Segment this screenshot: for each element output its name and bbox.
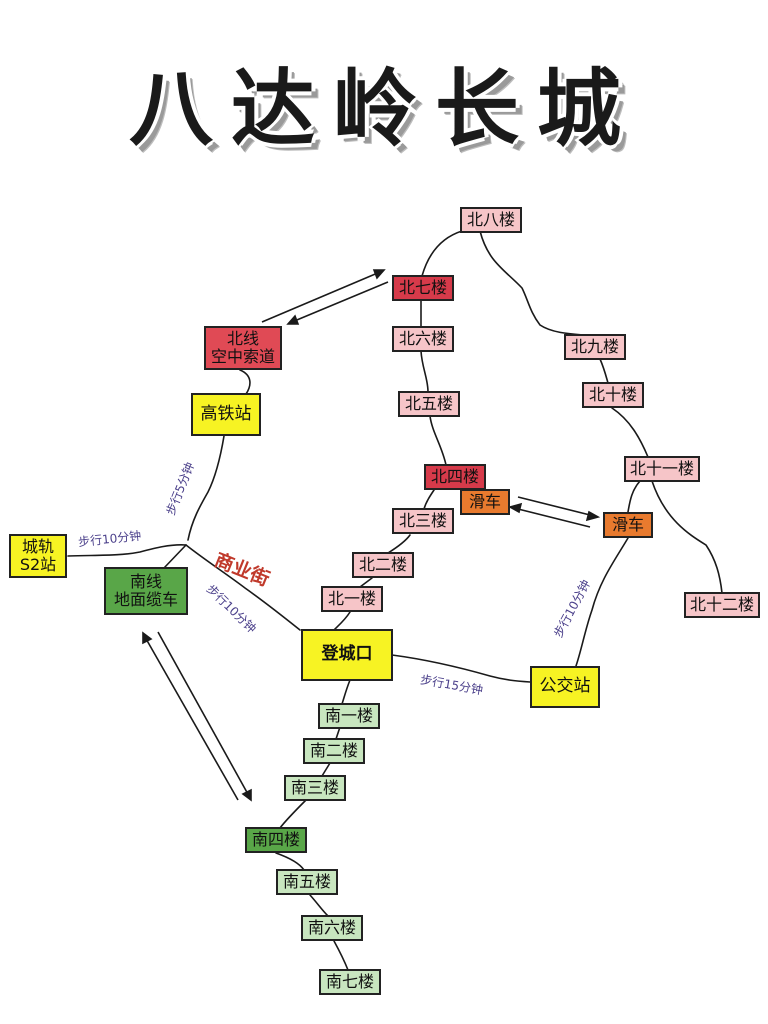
arrowhead-1 [372,269,386,280]
s2-station: 城轨 S2站 [9,534,67,578]
gaotie-label: 高铁站 [200,403,252,424]
arrow-slide-b [513,507,591,528]
path-bei9-bei10 [599,358,609,384]
tower-bei8: 北八楼 [460,207,522,233]
tower-bei3-label: 北三楼 [398,510,447,530]
tower-nan2: 南二楼 [303,738,365,764]
path-bei8-bei7 [421,230,463,277]
north-cableway-line2: 空中索道 [210,347,275,366]
tower-bei1-label: 北一楼 [327,588,376,608]
path-junction-deng [185,544,301,631]
path-nan1-nan2 [335,726,341,740]
path-bei3-bei2 [387,534,411,554]
path-bei11-bei12 [651,480,723,594]
s2-line1: 城轨 [21,536,54,556]
tower-nan2-label: 南二楼 [309,740,358,760]
tower-bei7: 北七楼 [392,275,454,301]
tower-bei9-label: 北九楼 [570,336,619,356]
arrow-southcable-a [144,636,239,801]
path-bei4-bei3 [423,489,435,510]
arrowhead-6 [241,788,252,802]
path-nan5-nan6 [309,894,329,917]
path-junction-s2 [67,544,187,557]
path-deng-nan1 [341,679,351,705]
dengchengkou-label: 登城口 [321,644,373,665]
slide-right: 滑车 [603,512,653,538]
slide-left: 滑车 [460,489,510,515]
bus-station-label: 公交站 [539,676,591,697]
tower-bei9: 北九楼 [564,334,626,360]
path-gaotie-junction [187,435,225,541]
arrow-slide-a [517,496,595,517]
tower-bei6-label: 北六楼 [398,328,447,348]
path-bei6-bei5 [420,350,429,393]
arrowhead-2 [286,314,300,325]
tower-bei4: 北四楼 [424,464,486,490]
gaotie-station: 高铁站 [191,393,261,436]
tower-nan5-label: 南五楼 [282,871,331,891]
north-cableway-line1: 北线 [226,328,259,348]
south-cableway: 南线 地面缆车 [104,567,188,615]
tower-nan5: 南五楼 [276,869,338,895]
tower-bei2: 北二楼 [352,552,414,578]
s2-line2: S2站 [19,555,57,574]
tower-bei6: 北六楼 [392,326,454,352]
tower-nan7-label: 南七楼 [325,971,374,991]
path-bei2-bei1 [359,577,373,588]
arrow-cable-bei7-b [291,281,389,323]
tower-nan4: 南四楼 [245,827,307,853]
tower-bei3: 北三楼 [392,508,454,534]
path-deng-bus [391,654,531,683]
path-bei10-bei11 [611,407,649,458]
tower-nan7: 南七楼 [319,969,381,995]
path-bei5-bei4 [429,415,447,466]
north-cableway: 北线 空中索道 [204,326,282,370]
path-cable-gaotie [239,369,251,395]
tower-bei5-label: 北五楼 [404,393,453,413]
path-nan4-nan5 [275,852,305,871]
tower-bei4-label: 北四楼 [430,466,479,486]
path-nan3-nan4 [279,799,307,829]
path-bei1-deng [333,611,351,631]
tower-bei11-label: 北十一楼 [629,458,694,478]
path-nan2-nan3 [321,762,331,777]
tower-bei2-label: 北二楼 [358,554,407,574]
tower-bei12-label: 北十二楼 [689,594,754,614]
tower-bei10: 北十楼 [582,382,644,408]
arrowhead-4 [507,502,523,514]
arrow-southcable-b [157,631,250,797]
tower-nan4-label: 南四楼 [251,829,300,849]
tower-bei1: 北一楼 [321,586,383,612]
dengchengkou: 登城口 [301,629,393,681]
slide-left-label: 滑车 [468,491,501,511]
arrow-cable-bei7-a [261,271,381,323]
path-nan6-nan7 [333,940,349,971]
path-junction-southcable [163,544,187,569]
tower-nan1-label: 南一楼 [324,705,373,725]
tower-bei12: 北十二楼 [684,592,760,618]
tower-bei11: 北十一楼 [624,456,700,482]
map-title: 八达岭长城 [128,60,639,158]
tower-bei5: 北五楼 [398,391,460,417]
path-slide-bus [575,537,629,667]
south-cableway-line1: 南线 [129,571,162,591]
path-bei11-slide [627,480,641,513]
bus-station: 公交站 [530,666,600,708]
south-cableway-line2: 地面缆车 [113,590,178,609]
arrowhead-3 [585,510,601,522]
tower-nan1: 南一楼 [318,703,380,729]
tower-nan3-label: 南三楼 [290,777,339,797]
path-bei8-bei9 [479,230,595,337]
tower-nan3: 南三楼 [284,775,346,801]
tower-bei8-label: 北八楼 [466,209,515,229]
tower-bei10-label: 北十楼 [588,384,637,404]
tower-nan6-label: 南六楼 [307,917,356,937]
arrowhead-5 [142,631,153,645]
tower-bei7-label: 北七楼 [398,277,447,297]
slide-right-label: 滑车 [611,514,644,534]
tower-nan6: 南六楼 [301,915,363,941]
